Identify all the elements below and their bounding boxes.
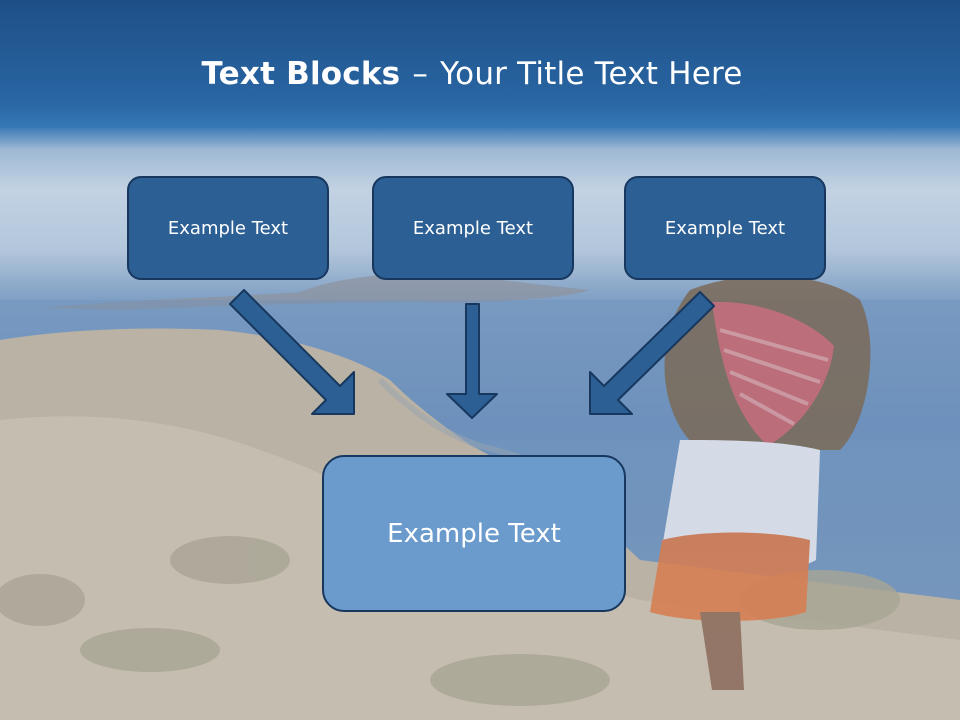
title-band [0, 0, 960, 128]
title-separator: – [412, 56, 429, 92]
text-block-top-center[interactable]: Example Text [372, 176, 574, 280]
text-block-top-left-label: Example Text [167, 217, 289, 239]
text-block-top-right-label: Example Text [664, 217, 786, 239]
arrow-center [446, 303, 498, 419]
arrow-right [589, 291, 715, 415]
text-block-top-left[interactable]: Example Text [127, 176, 329, 280]
text-block-bottom[interactable]: Example Text [322, 455, 626, 612]
text-block-top-center-label: Example Text [412, 217, 534, 239]
title-bold: Text Blocks [201, 56, 401, 92]
text-block-top-right[interactable]: Example Text [624, 176, 826, 280]
title-rest: Your Title Text Here [440, 56, 743, 92]
arrow-left [229, 289, 355, 415]
slide-title: Text Blocks – Your Title Text Here [0, 52, 944, 96]
text-block-bottom-label: Example Text [387, 518, 561, 549]
